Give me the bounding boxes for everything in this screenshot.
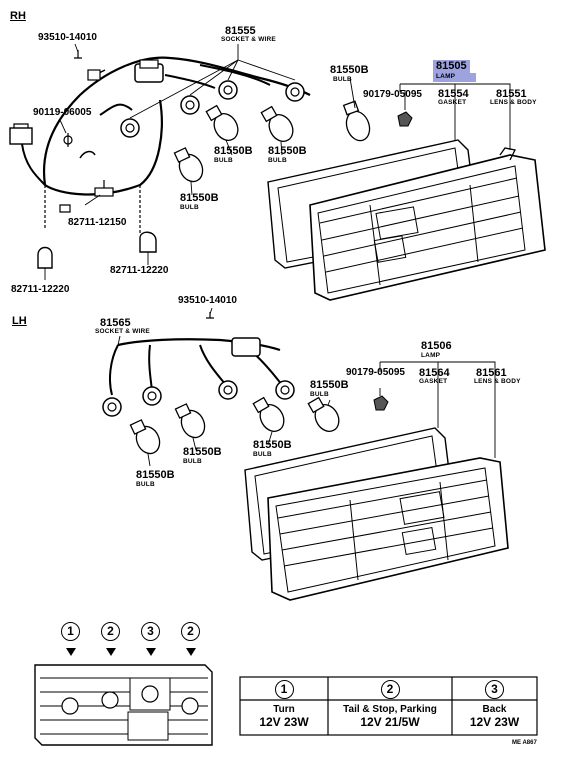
- rh-bulb-left-name: BULB: [180, 204, 199, 211]
- lh-socket-wire-pn[interactable]: 81565: [100, 317, 131, 329]
- rh-lens-body: [309, 147, 546, 301]
- lh-section-label: LH: [12, 315, 27, 327]
- rh-lamp-name: LAMP: [433, 73, 477, 82]
- lh-bulb-left-name: BULB: [136, 481, 155, 488]
- lh-bulb-right-pn[interactable]: 81550B: [310, 379, 349, 391]
- rh-bulb-left-pn[interactable]: 81550B: [180, 192, 219, 204]
- legend-turn-num: 1: [274, 680, 294, 699]
- lh-nut: [373, 395, 389, 411]
- lh-bulb-mid2-name: BULB: [253, 451, 272, 458]
- rh-lamp-pn[interactable]: 81505: [433, 60, 470, 73]
- position-arrows: [66, 648, 196, 656]
- lh-socket-wire-harness: [102, 312, 295, 417]
- position-marker-3: 3: [141, 622, 160, 641]
- rh-grommet3-pn[interactable]: 82711-12220: [11, 284, 70, 295]
- legend-turn-spec: 12V 23W: [259, 715, 309, 729]
- legend-tail-stop: 2 Tail & Stop, Parking 12V 21/5W: [328, 680, 452, 729]
- rh-grommet1-pn[interactable]: 82711-12150: [68, 217, 127, 228]
- bottom-lamp-view: [34, 664, 213, 746]
- lh-screw-pn[interactable]: 93510-14010: [178, 295, 237, 306]
- lh-lamp-pn[interactable]: 81506: [421, 340, 452, 352]
- footer-code: ME A867: [512, 740, 537, 746]
- rh-bulb-top-name: BULB: [333, 76, 352, 83]
- rh-lens-name: LENS & BODY: [490, 99, 537, 106]
- lh-bulb-mid-name: BULB: [183, 458, 202, 465]
- legend-back-num: 3: [485, 680, 504, 699]
- legend-back: 3 Back 12V 23W: [452, 680, 537, 729]
- rh-nut-pn[interactable]: 90179-05095: [363, 89, 422, 100]
- rh-bulbs: [173, 100, 371, 183]
- rh-bulb-mid1-name: BULB: [214, 157, 233, 164]
- legend-tail-stop-num: 2: [380, 680, 400, 699]
- rh-nut: [397, 111, 413, 127]
- lh-lens-pn[interactable]: 81561: [476, 367, 507, 379]
- rh-leader-lines: [44, 43, 511, 280]
- rh-bulb-top-pn[interactable]: 81550B: [330, 64, 369, 76]
- lh-bulb-left-pn[interactable]: 81550B: [136, 469, 175, 481]
- lh-gasket-pn[interactable]: 81564: [419, 367, 450, 379]
- lh-gasket-name: GASKET: [419, 378, 448, 385]
- lh-nut-pn[interactable]: 90179-05095: [346, 367, 405, 378]
- lh-bulb-mid2-pn[interactable]: 81550B: [253, 439, 292, 451]
- rh-grommets: [37, 231, 157, 269]
- lh-socket-wire-name: SOCKET & WIRE: [95, 328, 150, 335]
- rh-section-label: RH: [10, 10, 26, 22]
- rh-gasket-name: GASKET: [438, 99, 467, 106]
- legend-turn: 1 Turn 12V 23W: [240, 680, 328, 729]
- rh-bulb-mid1-pn[interactable]: 81550B: [214, 145, 253, 157]
- legend-back-spec: 12V 23W: [469, 715, 520, 729]
- rh-lens-pn[interactable]: 81551: [496, 88, 527, 100]
- rh-screw-pn[interactable]: 93510-14010: [38, 32, 97, 43]
- position-marker-2: 2: [101, 622, 120, 641]
- lh-lens-body: [267, 457, 509, 601]
- rh-gasket-pn[interactable]: 81554: [438, 88, 469, 100]
- lh-bulb-right-name: BULB: [310, 391, 329, 398]
- position-marker-4: 2: [181, 622, 200, 641]
- lh-bulbs: [129, 396, 340, 455]
- lh-lamp-name: LAMP: [421, 352, 441, 359]
- position-marker-1: 1: [61, 622, 80, 641]
- rh-grommet2-pn[interactable]: 82711-12220: [110, 265, 169, 276]
- rh-socket-wire-harness: [9, 50, 311, 235]
- lh-lens-name: LENS & BODY: [474, 378, 521, 385]
- rh-bulb-mid2-name: BULB: [268, 157, 287, 164]
- legend-back-title: Back: [482, 704, 507, 715]
- lh-bulb-mid-pn[interactable]: 81550B: [183, 446, 222, 458]
- legend-turn-title: Turn: [273, 704, 295, 715]
- legend-tail-stop-title: Tail & Stop, Parking: [343, 704, 437, 715]
- rh-clip-pn[interactable]: 90119-06005: [33, 107, 92, 118]
- rh-socket-wire-name: SOCKET & WIRE: [221, 36, 276, 43]
- legend-tail-stop-spec: 12V 21/5W: [360, 715, 420, 729]
- rh-socket-wire-pn[interactable]: 81555: [225, 25, 256, 37]
- rh-bulb-mid2-pn[interactable]: 81550B: [268, 145, 307, 157]
- lh-leader-lines: [117, 307, 496, 467]
